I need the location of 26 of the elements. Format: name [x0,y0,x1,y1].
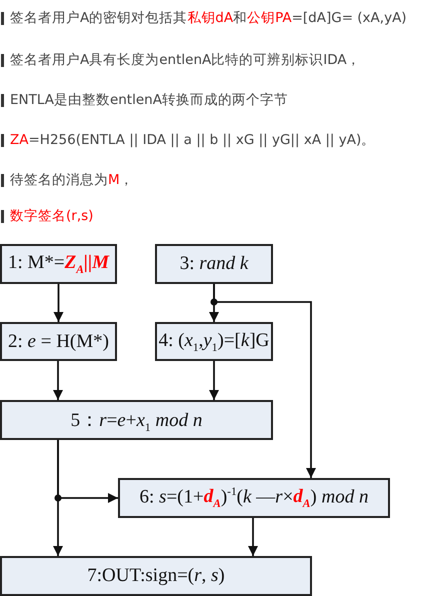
process-box [118,478,390,518]
formula-text: 1: M*=Z$_{A}$||M [8,252,110,276]
process-box [155,244,273,284]
formula-text: 7:OUT:sign=(r, s) [87,565,225,587]
formula-text: 5：r=e+x$_{1}$ mod n [70,408,202,434]
process-box [0,400,273,440]
note-text: ENTLA是由整数entlenA转换而成的两个字节 [10,91,288,109]
process-box [0,322,117,361]
formula-text: 6: s=(1+d$_{A}$)$^{-1}$(k —r×d$_{A}$) mod n [140,486,368,510]
formula-text: 3: rand k [180,253,248,275]
arrow [209,361,219,400]
process-box [155,322,273,361]
arrow [53,361,63,400]
arrow [248,518,258,556]
note-text: ZA=H256(ENTLA || IDA || a || b || xG || yG|| xA || yA)。 [10,131,376,149]
note-text: 签名者用户A具有长度为entlenA比特的可辨别标识IDA， [10,51,361,69]
arrow [213,284,316,478]
note-text: 待签名的消息为M， [10,171,134,189]
note-text: 签名者用户A的密钥对包括其私钥dA和公钥PA=[dA]G= (xA,yA) [10,9,407,27]
process-box [0,244,117,284]
note-text: 数字签名(r,s) [10,207,94,225]
arrow [54,284,64,322]
arrow [57,440,118,503]
formula-text: 4: (x$_{1}$,y$_{1}$)=[k]G [158,330,270,354]
formula-text: 2: e = H(M*) [8,330,109,352]
process-box [0,556,312,596]
